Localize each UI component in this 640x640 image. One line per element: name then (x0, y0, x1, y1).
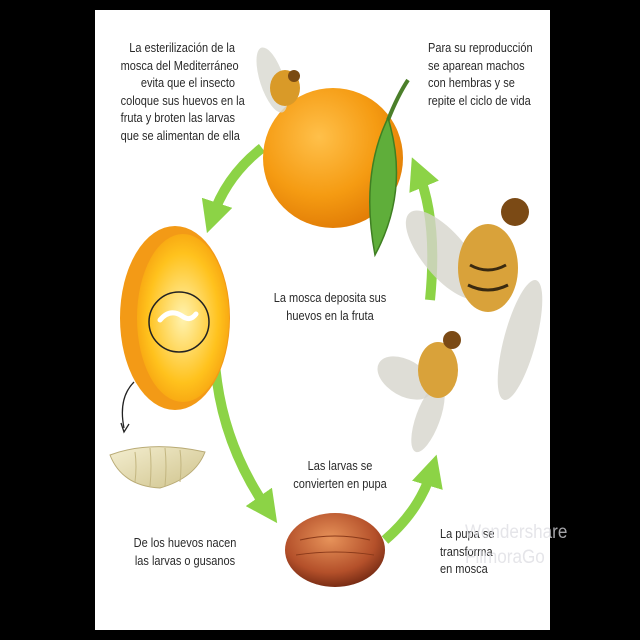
pupa-image (285, 513, 385, 587)
egg-to-larva-pointer (121, 381, 135, 429)
whole-orange-image (263, 78, 410, 258)
larva-image (109, 446, 206, 489)
arrow-orange-to-cut (201, 144, 266, 234)
cut-orange-image (120, 226, 230, 410)
arrow-pupa-to-fly (381, 454, 443, 544)
fly-top-small-image (256, 47, 300, 113)
fly-lower-image (377, 331, 461, 453)
fly-large-image (405, 198, 543, 401)
